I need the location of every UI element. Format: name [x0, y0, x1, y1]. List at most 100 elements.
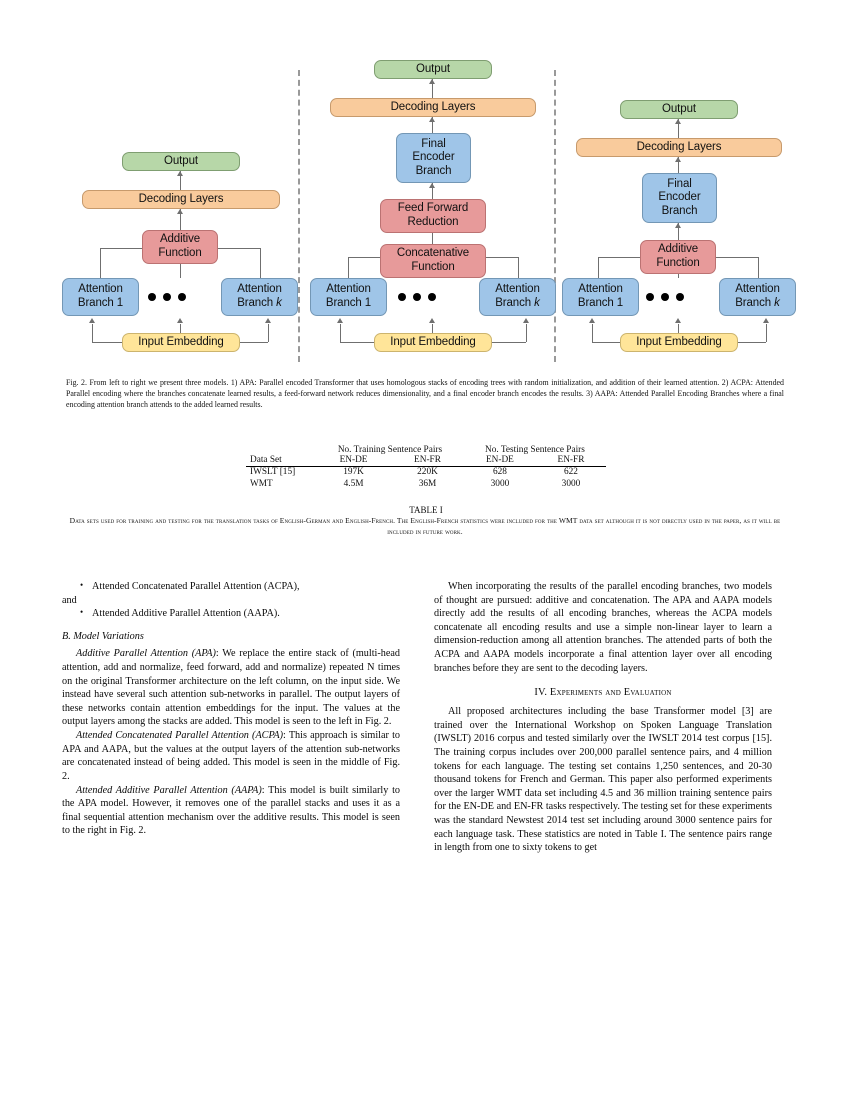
table-1-title: TABLE I [409, 505, 443, 515]
acpa-attention-branch-k-box: Attention Branch k [479, 278, 556, 316]
paragraph-experiments: All proposed architectures including the… [434, 706, 772, 854]
acpa-cat-line1: Concatenative [396, 247, 470, 260]
apa-in-left-v [92, 324, 93, 342]
acpa-ff-line2: Reduction [407, 216, 459, 228]
diagram-acpa: Output Decoding Layers Final Encoder Bra… [306, 52, 556, 362]
aapa-bus-center-drop [678, 274, 679, 278]
apa-ellipsis-dots [148, 293, 186, 301]
apa-attention-branch-1-box: Attention Branch 1 [62, 278, 139, 316]
cell-test-en-fr: 3000 [561, 478, 581, 489]
paragraph-apa: Additive Parallel Attention (APA): We re… [62, 647, 400, 729]
aapa-branchk-line2: Branch k [735, 297, 780, 309]
bullet-joiner: and [62, 594, 77, 606]
acpa-conn-cat-ff [432, 233, 433, 244]
aapa-input-embedding-box: Input Embedding [620, 333, 738, 352]
aapa-arrow-add-fe [674, 223, 681, 228]
table-1-block: No. Training Sentence Pairs No. Testing … [246, 444, 606, 489]
acpa-branch1-line2: Branch 1 [325, 297, 372, 309]
apa-arrow-in-center [176, 318, 183, 323]
paragraph-acpa-text: : This approach is similar to APA and AA… [62, 730, 400, 782]
cell-train-en-fr: 220K [417, 467, 438, 478]
col-header-test-en-fr: EN-FR [535, 454, 606, 467]
aapa-conn-add-fe [678, 223, 679, 240]
aapa-arrow-in-bk [762, 318, 769, 323]
acpa-fe-line3: Branch [415, 164, 452, 177]
apa-conn-add-dec [180, 209, 181, 230]
acpa-bus-right [486, 257, 518, 258]
acpa-ff-line1: Feed Forward [397, 202, 469, 215]
col-header-dataset: Data Set [246, 454, 317, 467]
apa-attention-branch-k-box: Attention Branch k [221, 278, 298, 316]
aapa-arrow-in-center [674, 318, 681, 323]
run-in-apa: Additive Parallel Attention (APA) [76, 648, 216, 660]
group-header-testing: No. Testing Sentence Pairs [485, 444, 585, 455]
aapa-bus-right [716, 257, 758, 258]
table-row: IWSLT [15] 197K 220K 628 622 [246, 466, 606, 478]
acpa-branchk-line1: Attention [495, 283, 540, 296]
aapa-conn-dec-out [678, 119, 679, 138]
cell-train-en-fr: 36M [418, 478, 437, 489]
figure-2: Output Decoding Layers Additive Function [62, 52, 796, 362]
aapa-decoding-layers-box: Decoding Layers [576, 138, 782, 157]
list-item: Attended Concatenated Parallel Attention… [62, 579, 400, 594]
acpa-bus-left-drop [348, 257, 349, 278]
cell-train-en-de: 4.5M [343, 478, 364, 489]
group-header-training: No. Training Sentence Pairs [337, 444, 443, 455]
table-group-header-row: No. Training Sentence Pairs No. Testing … [246, 444, 606, 455]
cell-dataset: WMT [250, 478, 273, 489]
diagram-aapa: Output Decoding Layers Final Encoder Bra… [562, 52, 796, 362]
dataset-table: No. Training Sentence Pairs No. Testing … [246, 444, 606, 489]
apa-bus-right [218, 248, 260, 249]
acpa-conn-ff-fe [432, 183, 433, 199]
model-list: Attended Concatenated Parallel Attention… [62, 579, 400, 594]
apa-arrow-add-dec [176, 209, 183, 214]
cell-test-en-de: 628 [492, 467, 507, 478]
aapa-additive-function-box: Additive Function [640, 240, 716, 274]
subsection-heading-model-variations: B. Model Variations [62, 630, 144, 642]
aapa-in-left-v [592, 324, 593, 342]
table-column-header-row: Data Set EN-DE EN-FR EN-DE EN-FR [246, 454, 606, 467]
paragraph-aapa-text: : This model is built similarly to the A… [62, 784, 400, 837]
aapa-branch1-line2: Branch 1 [577, 297, 624, 309]
body-left-column: Attended Concatenated Parallel Attention… [62, 579, 400, 838]
acpa-final-encoder-branch-box: Final Encoder Branch [396, 133, 471, 183]
acpa-branch1-line1: Attention [326, 283, 371, 296]
acpa-bus-left [348, 257, 380, 258]
aapa-final-encoder-branch-box: Final Encoder Branch [642, 173, 717, 223]
panel-divider-1 [298, 70, 300, 362]
acpa-cat-line2: Function [411, 261, 455, 273]
apa-in-right-v [268, 324, 269, 342]
list-item: Attended Additive Parallel Attention (AA… [62, 606, 400, 621]
aapa-bus-left [598, 257, 640, 258]
apa-additive-line2: Function [158, 247, 202, 259]
apa-bus-left-drop [100, 248, 101, 278]
paragraph-acpa: Attended Concatenated Parallel Attention… [62, 729, 400, 783]
apa-branch1-line2: Branch 1 [77, 297, 124, 309]
aapa-additive-line2: Function [656, 257, 700, 269]
apa-additive-function-box: Additive Function [142, 230, 218, 264]
aapa-fe-line2: Encoder [658, 191, 701, 204]
acpa-attention-branch-1-box: Attention Branch 1 [310, 278, 387, 316]
aapa-fe-line1: Final [667, 177, 692, 190]
apa-branchk-line2: Branch k [237, 297, 282, 309]
paragraph-apa-text: : We replace the entire stack of (multi-… [62, 648, 400, 728]
acpa-in-right-v [526, 324, 527, 342]
apa-branch1-line1: Attention [78, 283, 123, 296]
col-header-test-en-de: EN-DE [463, 454, 536, 467]
acpa-fe-line1: Final [421, 137, 446, 150]
body-right-column: When incorporating the results of the pa… [434, 580, 772, 855]
section-heading-experiments: IV. Experiments and Evaluation [534, 687, 672, 699]
acpa-in-center-v [432, 324, 433, 334]
cell-test-en-fr: 622 [564, 467, 578, 478]
run-in-aapa: Attended Additive Parallel Attention (AA… [76, 784, 262, 796]
acpa-input-embedding-box: Input Embedding [374, 333, 492, 352]
apa-additive-line1: Additive [159, 233, 201, 246]
aapa-branch1-line1: Attention [578, 283, 623, 296]
acpa-concatenative-function-box: Concatenative Function [380, 244, 486, 278]
apa-bus-center-drop [180, 264, 181, 278]
aapa-output-box: Output [620, 100, 738, 119]
apa-branchk-line1: Attention [237, 283, 282, 296]
acpa-arrow-in-bk [522, 318, 529, 323]
figure-2-caption: Fig. 2. From left to right we present th… [66, 378, 784, 410]
